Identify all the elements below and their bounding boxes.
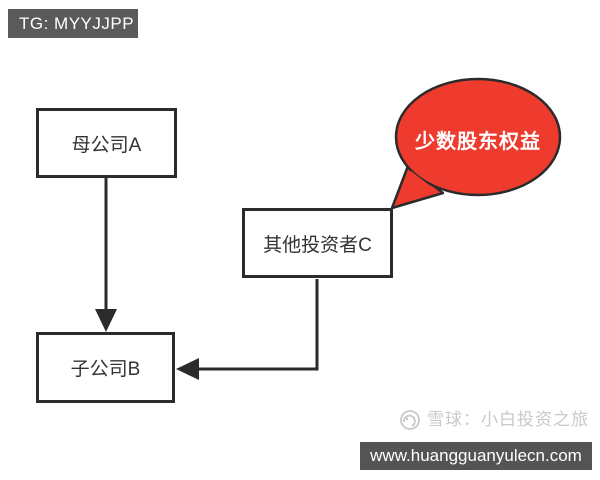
node-other-investors-c: 其他投资者C <box>242 208 393 278</box>
footer-url-text: www.huangguanyulecn.com <box>370 446 582 465</box>
tg-badge-label: TG: MYYJJPP <box>19 13 135 33</box>
arrowhead-left-icon <box>176 358 199 380</box>
node-subsidiary-b-label: 子公司B <box>70 359 141 380</box>
arrowhead-down-icon <box>95 309 117 332</box>
node-other-investors-c-label: 其他投资者C <box>263 234 372 256</box>
callout-ellipse <box>394 77 562 197</box>
arrow-c-to-b <box>176 279 319 380</box>
footer-url-bar: www.huangguanyulecn.com <box>360 442 592 470</box>
tg-badge: TG: MYYJJPP <box>8 9 138 38</box>
callout-bubble <box>390 77 562 210</box>
callout-tail-patch <box>398 171 437 203</box>
xueqiu-snowball-icon <box>400 410 420 430</box>
node-subsidiary-b: 子公司B <box>36 332 175 403</box>
callout-label: 少数股东权益 <box>415 131 541 153</box>
watermark: 雪球：小白投资之旅 <box>399 405 589 430</box>
node-parent-company-a: 母公司A <box>36 108 177 178</box>
node-parent-company-a-label: 母公司A <box>71 134 142 156</box>
arrow-a-to-b <box>95 178 117 332</box>
watermark-brand-text: 雪球：小白投资之旅 <box>427 410 589 429</box>
